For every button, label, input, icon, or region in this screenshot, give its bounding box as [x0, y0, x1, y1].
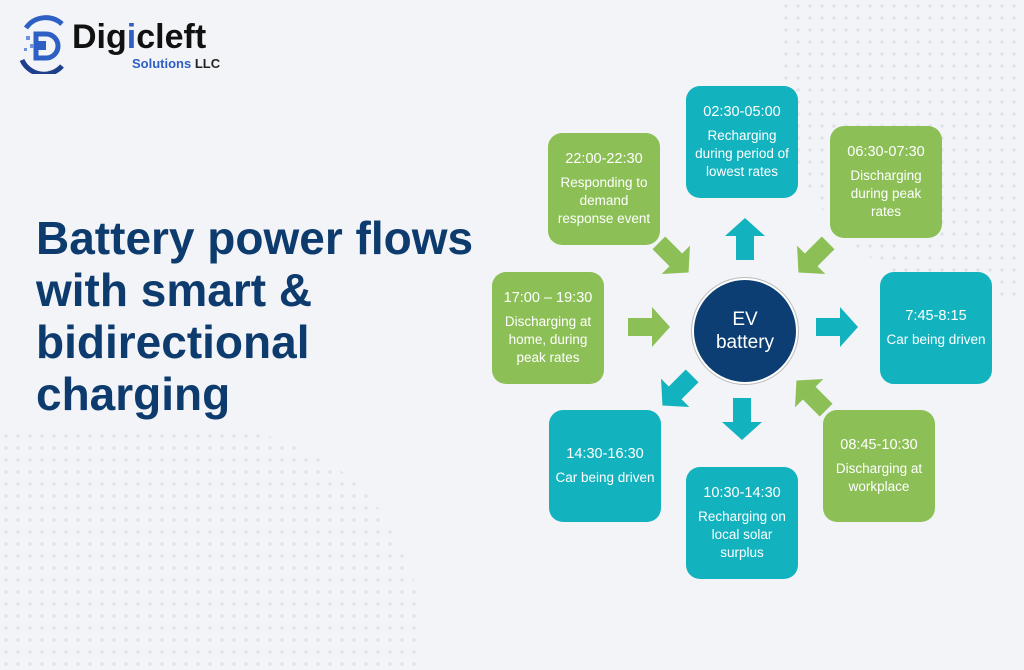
- brand-text: cleft: [136, 18, 207, 56]
- node-solar-recharge: 10:30-14:30 Recharging on local solar su…: [686, 467, 798, 579]
- node-discharge-home: 17:00 – 19:30 Discharging at home, durin…: [492, 272, 604, 384]
- arrow-to-morning-drive: [816, 307, 858, 347]
- arrow-to-solar-recharge: [722, 398, 762, 440]
- node-label: Car being driven: [555, 470, 655, 485]
- subtitle-text: Solutions: [132, 56, 192, 71]
- node-time: 02:30-05:00: [703, 104, 781, 120]
- node-discharge-workplace: 08:45-10:30 Discharging at workplace: [823, 410, 935, 522]
- brand-subtitle: Solutions LLC: [132, 56, 220, 71]
- arrow-to-afternoon-drive: [648, 361, 707, 420]
- arrow-from-home-discharge: [628, 307, 670, 347]
- node-time: 08:45-10:30: [840, 437, 918, 453]
- node-time: 22:00-22:30: [565, 151, 643, 167]
- node-label: Car being driven: [886, 332, 986, 347]
- node-morning-drive: 7:45-8:15 Car being driven: [880, 272, 992, 384]
- node-time: 7:45-8:15: [905, 308, 967, 324]
- node-discharge-morning-peak: 06:30-07:30 Discharging during peak rate…: [830, 126, 942, 238]
- subtitle-suffix: LLC: [194, 56, 221, 71]
- node-demand-response: 22:00-22:30 Responding to demand respons…: [548, 133, 660, 245]
- node-afternoon-drive: 14:30-16:30 Car being driven: [549, 410, 661, 522]
- node-label: Discharging during peak rates: [850, 168, 922, 219]
- node-recharge-lowest-rates: 02:30-05:00 Recharging during period of …: [686, 86, 798, 198]
- node-label: Responding to demand response event: [557, 175, 651, 226]
- node-label: Recharging on local solar surplus: [698, 509, 786, 560]
- headline: Battery power flows with smart & bidirec…: [36, 212, 474, 420]
- brand-text: Dig: [72, 18, 127, 56]
- arrow-from-morning-peak: [784, 228, 843, 287]
- node-time: 06:30-07:30: [847, 144, 925, 160]
- hub-label: EV: [732, 309, 758, 330]
- logo: [18, 14, 248, 77]
- node-time: 10:30-14:30: [703, 485, 781, 501]
- brand-name: Digicleft: [72, 18, 206, 57]
- ev-battery-hub: EV battery: [692, 278, 798, 384]
- node-label: Recharging during period of lowest rates: [695, 128, 789, 179]
- hub-label: battery: [715, 332, 775, 353]
- node-time: 14:30-16:30: [566, 446, 644, 462]
- node-label: Discharging at workplace: [835, 461, 923, 494]
- arrow-to-recharge-night: [725, 218, 765, 260]
- node-label: Discharging at home, during peak rates: [504, 314, 592, 365]
- node-time: 17:00 – 19:30: [503, 290, 593, 306]
- brand-text: i: [126, 18, 137, 56]
- logo-icon: [19, 15, 64, 77]
